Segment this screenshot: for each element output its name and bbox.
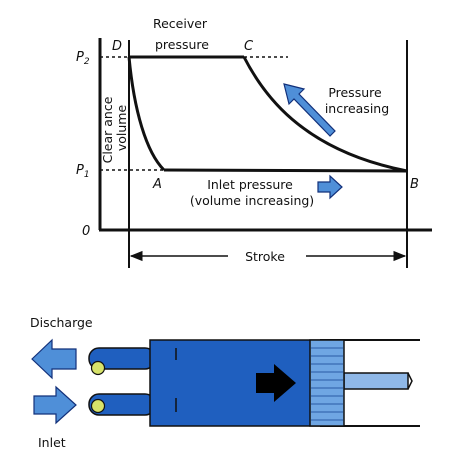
compression-curve-bc	[242, 56, 408, 173]
inlet-pressure-label: Inlet pressure (volume increasing)	[190, 177, 314, 208]
point-a-label: A	[152, 177, 162, 192]
p2-label: P2	[76, 50, 90, 67]
zero-label: 0	[82, 224, 90, 239]
piston-rod	[343, 372, 409, 390]
pressure-increasing-arrow-icon	[283, 83, 336, 137]
piston-ring-grooves	[311, 347, 343, 421]
stroke-label: Stroke	[245, 249, 285, 264]
intake-line-ab	[163, 168, 408, 173]
volume-increasing-arrow-icon	[317, 174, 343, 200]
discharge-valve-icon	[90, 360, 106, 376]
discharge-arrow-icon	[31, 338, 77, 380]
p1-label: P1	[76, 163, 90, 180]
clearance-volume-label: Clear ance volume	[100, 93, 129, 164]
pressure-increasing-label: Pressure increasing	[325, 85, 389, 116]
expansion-curve-da	[127, 56, 166, 172]
inlet-label: Inlet	[38, 435, 66, 450]
receiver-pressure-label: Receiver pressure	[153, 16, 211, 52]
inlet-valve-icon	[90, 398, 106, 414]
piston-motion-arrow-icon	[256, 364, 296, 402]
point-d-label: D	[112, 39, 122, 54]
piston-rod-end	[407, 372, 413, 390]
piston	[309, 339, 345, 427]
point-c-label: C	[244, 39, 254, 54]
discharge-label: Discharge	[30, 315, 93, 330]
inlet-arrow-icon	[33, 385, 77, 425]
point-b-label: B	[410, 177, 419, 192]
